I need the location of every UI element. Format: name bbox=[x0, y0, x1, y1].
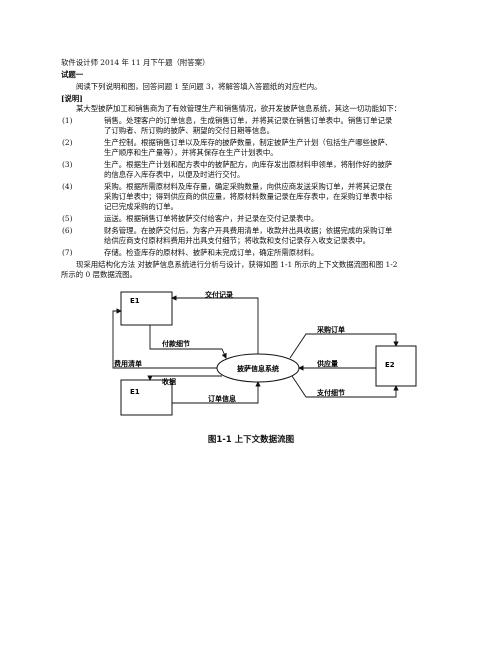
closing-text: 所示的 0 层数据流图。 bbox=[61, 270, 137, 279]
diagram-caption: 图1-1 上下文数据流图 bbox=[207, 435, 295, 445]
flow-payment-detail-right bbox=[291, 375, 399, 398]
intro-text: 某大型披萨加工和销售商为了有效管理生产和销售情况，欲开发披萨信息系统，其这一切功… bbox=[76, 104, 402, 113]
item-number: (4) bbox=[62, 182, 73, 191]
item-line: 采购。根据所需原材料及库存量，确定采购数量，向供应商发送采购订单，并将其记录在 bbox=[104, 182, 393, 191]
entity-e1-top-label: E1 bbox=[130, 297, 140, 305]
item-number: (2) bbox=[62, 138, 73, 147]
entity-e2 bbox=[375, 345, 417, 387]
entity-e2-label: E2 bbox=[385, 361, 395, 369]
entity-e1-bottom bbox=[120, 379, 173, 416]
item-line: 采购订单表中；得到供应商的供应量，将原材料数量记录在库存表中，在采购订单表中标 bbox=[104, 192, 393, 201]
item-line: 了订购者、所订购的披萨、期望的交付日期等信息。 bbox=[104, 126, 274, 135]
entity-e1-bottom-label: E1 bbox=[130, 388, 140, 396]
item-line: 生产顺序和生产量等），并将其保存在生产计划表中。 bbox=[104, 148, 278, 157]
item-number: (7) bbox=[62, 248, 73, 257]
item-line: 生产控制。根据销售订单以及库存的披萨数量，制定披萨生产计划（包括生产哪些披萨、 bbox=[104, 138, 393, 147]
item-line: 运送。根据销售订单将披萨交付给客户，并记录在交付记录表中。 bbox=[104, 214, 319, 223]
closing-text: 现采用结构化方法 对披萨信息系统进行分析与设计，获得如图 1-1 所示的上下文数… bbox=[76, 260, 398, 269]
process-label: 披萨信息系统 bbox=[237, 364, 279, 373]
flow-purchase-order-label: 采购订单 bbox=[316, 325, 345, 334]
section-heading: [说明] bbox=[61, 94, 83, 103]
instruction-text: 阅读下列说明和图，回答问题 1 至问题 3，将解答填入答题纸的对应栏内。 bbox=[76, 82, 322, 91]
doc-title: 软件设计师 2014 年 11 月下午题（附答案） bbox=[61, 58, 210, 67]
item-number: (3) bbox=[62, 160, 73, 169]
flow-supply-amount-label: 供应量 bbox=[316, 359, 338, 368]
flow-order-info bbox=[172, 381, 261, 404]
flow-payment-detail-right-label: 支付细节 bbox=[316, 388, 345, 397]
flow-delivery-record-label: 交付记录 bbox=[205, 290, 233, 299]
item-line: 给供应商支付原材料费用并出具支付细节；将收款和支付记录存入收支记录表中。 bbox=[104, 236, 371, 245]
flow-fee-list bbox=[112, 308, 217, 369]
item-line: 财务管理。在披萨交付后，为客户开具费用清单，收款并出具收据；依据完成的采购订单 bbox=[104, 226, 393, 235]
flow-delivery-record bbox=[171, 295, 259, 354]
entity-e1-top bbox=[120, 291, 173, 326]
item-number: (6) bbox=[62, 226, 73, 235]
flow-payment-detail-top-label: 付款细节 bbox=[162, 339, 190, 348]
flow-receipt-label: 收据 bbox=[162, 377, 176, 386]
item-number: (1) bbox=[62, 116, 73, 125]
item-line: 的信息存入库存表中，以便及时进行交付。 bbox=[104, 170, 245, 179]
item-line: 记已完成采购的订单。 bbox=[104, 202, 178, 211]
question-heading: 试题一 bbox=[61, 70, 84, 79]
item-line: 存储。检查库存的原材料、披萨和未完成订单，确定所需原材料。 bbox=[104, 248, 319, 257]
flow-fee-list-label: 费用清单 bbox=[114, 359, 142, 368]
flow-receipt bbox=[147, 375, 222, 381]
item-line: 生产。根据生产计划和配方表中的披萨配方，向库存发出原材料申领单，将制作好的披萨 bbox=[104, 160, 393, 169]
item-number: (5) bbox=[62, 214, 73, 223]
flow-payment-detail-top bbox=[149, 325, 227, 359]
flow-order-info-label: 订单信息 bbox=[208, 394, 236, 403]
flow-purchase-order bbox=[289, 333, 399, 359]
item-line: 销售。处理客户的订单信息，生成销售订单，并将其记录在销售订单表中。销售订单记录 bbox=[104, 116, 393, 125]
